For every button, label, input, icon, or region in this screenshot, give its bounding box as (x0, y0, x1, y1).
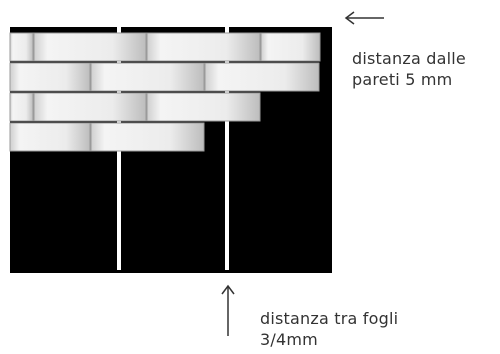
tile (9, 92, 34, 122)
tile (146, 32, 261, 62)
tile (9, 32, 34, 62)
sheet-gap-label: distanza tra fogli 3/4mm (260, 308, 500, 350)
tile (90, 62, 205, 92)
tile (90, 122, 205, 152)
wall-gap-label-line1: distanza dalle (352, 49, 466, 68)
sheet-gap-label-line1: distanza tra fogli (260, 309, 399, 328)
tile (33, 32, 147, 62)
wall-gap-label-line2: pareti 5 mm (352, 70, 453, 89)
tile (204, 62, 320, 92)
tile (146, 92, 261, 122)
wall-gap-arrow (344, 11, 384, 25)
tile-rows (9, 32, 321, 152)
sheet-gap-label-line2: 3/4mm (260, 330, 318, 349)
wall-gap-label: distanza dalle pareti 5 mm (352, 48, 500, 90)
tile (260, 32, 321, 62)
tile (9, 62, 91, 92)
sheet-gap-arrow (221, 284, 235, 336)
tile (33, 92, 147, 122)
tile (9, 122, 91, 152)
